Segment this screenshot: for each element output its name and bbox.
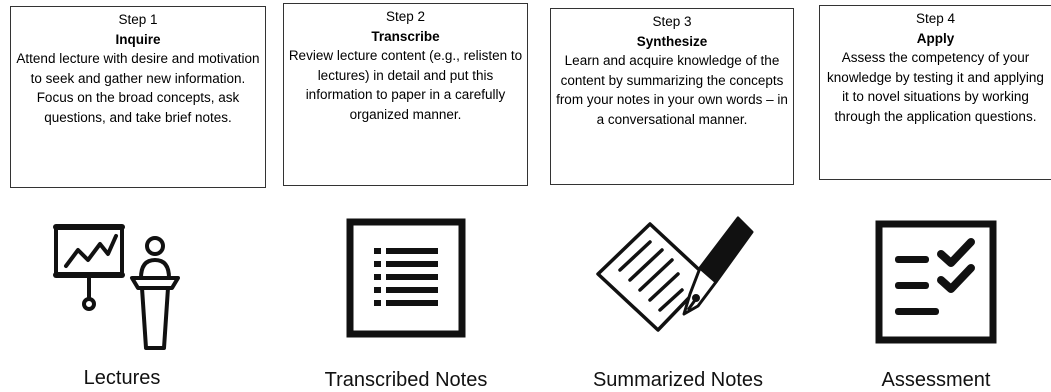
step-4-name: Apply (916, 30, 955, 46)
lecture-presenter-icon (53, 224, 180, 350)
step-3-number: Step 3 (652, 14, 692, 29)
step-2-box: Step 2 Transcribe Review lecture content… (283, 3, 528, 186)
transcribed-notes-label: Transcribed Notes (324, 369, 488, 391)
step-3-name: Synthesize (636, 33, 708, 49)
step-1-name: Inquire (115, 31, 161, 47)
summarized-notes-label: Summarized Notes (592, 369, 764, 391)
paper-pen-icon (596, 216, 754, 332)
assessment-label: Assessment (881, 369, 991, 391)
step-1-box: Step 1 Inquire Attend lecture with desir… (10, 6, 266, 188)
lectures-label: Lectures (83, 367, 161, 389)
step-1-description: Attend lecture with desire and motivatio… (16, 51, 260, 125)
step-4-description: Assess the competency of your knowledge … (827, 50, 1044, 124)
step-4-box: Step 4 Apply Assess the competency of yo… (819, 5, 1051, 180)
document-list-icon (346, 218, 466, 338)
step-2-number: Step 2 (385, 9, 426, 24)
checklist-icon (875, 220, 997, 344)
step-1-number: Step 1 (118, 12, 158, 27)
step-3-description: Learn and acquire knowledge of the conte… (556, 53, 788, 127)
step-4-number: Step 4 (915, 11, 956, 26)
step-2-description: Review lecture content (e.g., relisten t… (288, 48, 523, 122)
step-3-box: Step 3 Synthesize Learn and acquire know… (550, 8, 794, 185)
step-2-name: Transcribe (371, 28, 440, 44)
